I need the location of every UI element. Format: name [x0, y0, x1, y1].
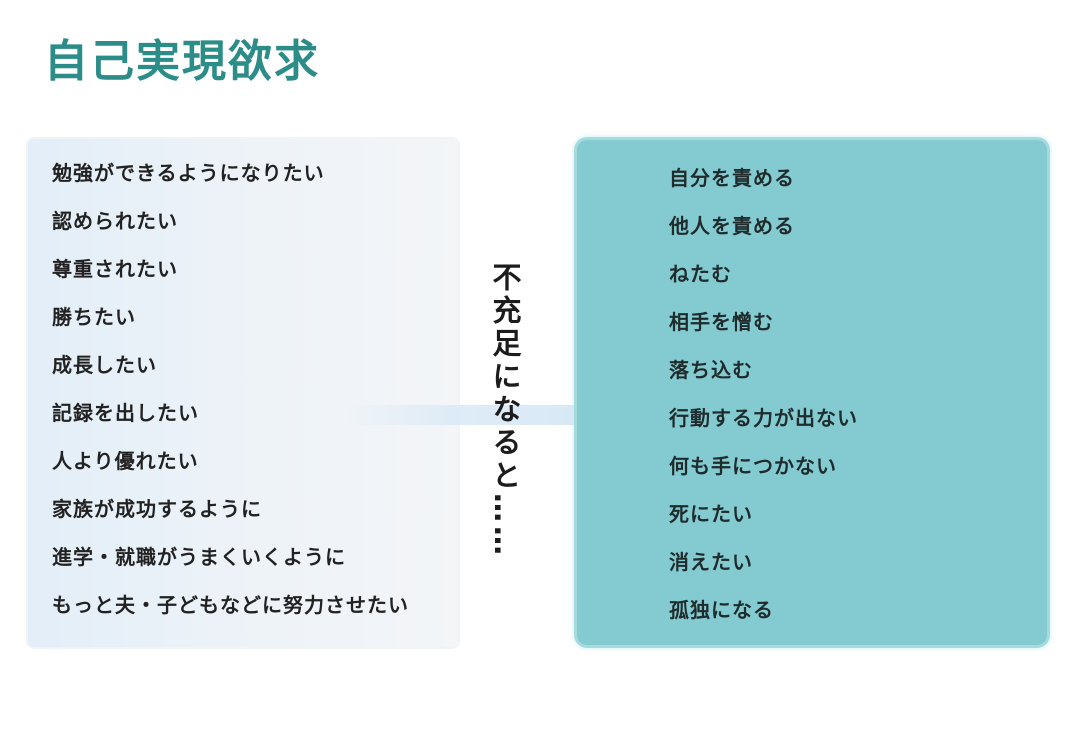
desire-item: 人より優れたい: [52, 449, 199, 473]
desire-item: もっと夫・子どもなどに努力させたい: [52, 593, 409, 617]
reaction-item: 行動する力が出ない: [669, 406, 858, 430]
desire-item: 進学・就職がうまくいくように: [52, 545, 346, 569]
reaction-item: 他人を責める: [669, 214, 795, 238]
reaction-item: ねたむ: [669, 262, 732, 286]
reaction-item: 落ち込む: [669, 358, 753, 382]
reaction-item: 相手を憎む: [669, 310, 774, 334]
page-title: 自己実現欲求: [44, 36, 320, 87]
reaction-item: 自分を責める: [669, 166, 795, 190]
right-arrow-icon: [345, 378, 645, 452]
reaction-item: 死にたい: [669, 502, 753, 526]
desires-box: 勉強ができるようになりたい 認められたい 尊重されたい 勝ちたい 成長したい 記…: [28, 139, 458, 647]
reactions-list: 自分を責める 他人を責める ねたむ 相手を憎む 落ち込む 行動する力が出ない 何…: [669, 162, 858, 642]
reaction-item: 孤独になる: [669, 598, 774, 622]
desire-item: 勉強ができるようになりたい: [52, 161, 325, 185]
desire-item: 認められたい: [52, 209, 178, 233]
desire-item: 成長したい: [52, 353, 157, 377]
connector-label: 不充足になると……: [488, 262, 522, 559]
desire-item: 尊重されたい: [52, 257, 178, 281]
desire-item: 勝ちたい: [52, 305, 136, 329]
reactions-box: 自分を責める 他人を責める ねたむ 相手を憎む 落ち込む 行動する力が出ない 何…: [577, 140, 1047, 645]
desire-item: 記録を出したい: [52, 401, 199, 425]
desire-item: 家族が成功するように: [52, 497, 262, 521]
reaction-item: 消えたい: [669, 550, 753, 574]
reaction-item: 何も手につかない: [669, 454, 837, 478]
desires-list: 勉強ができるようになりたい 認められたい 尊重されたい 勝ちたい 成長したい 記…: [52, 157, 409, 637]
